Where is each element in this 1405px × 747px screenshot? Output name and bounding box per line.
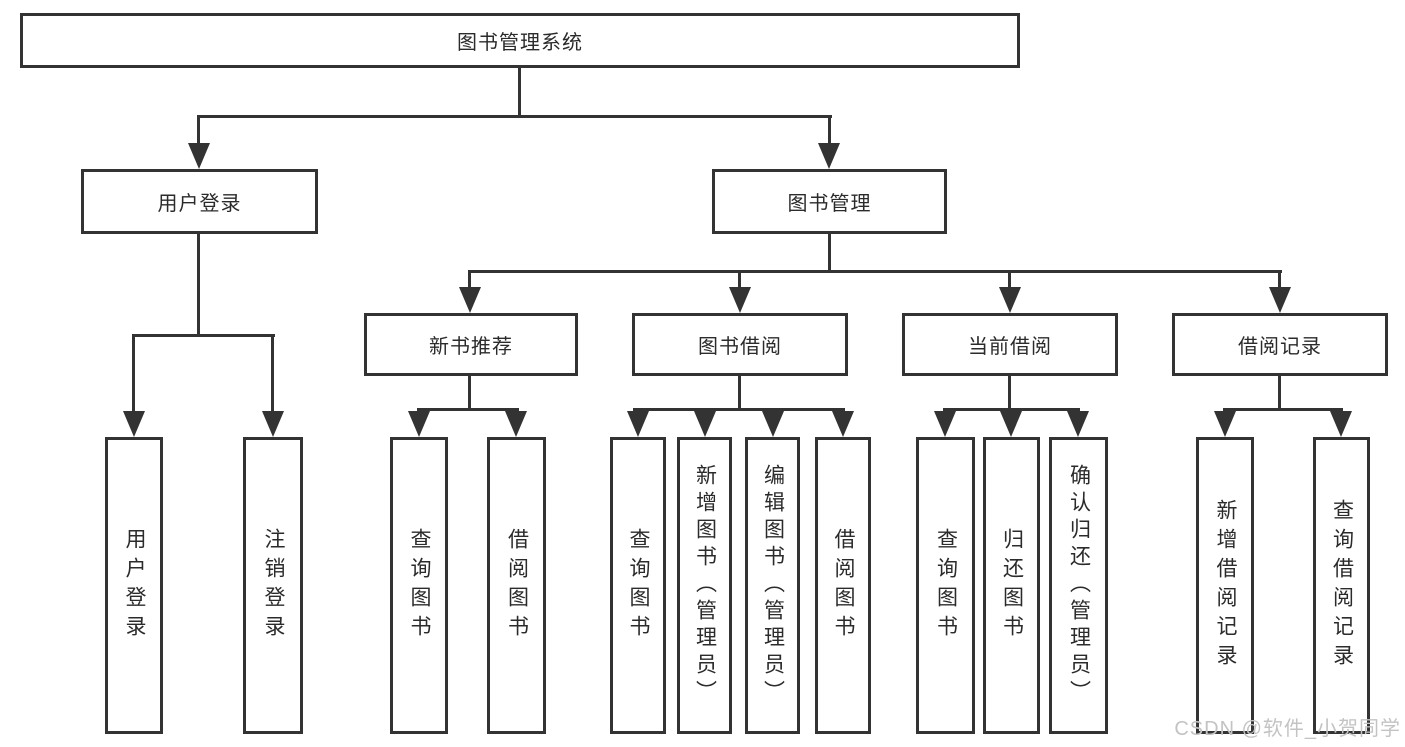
arrowhead-to-leaf [1000,411,1022,437]
leaf-return-book: 归还图书 [983,437,1040,734]
leaf-edit-book-admin: 编辑图书（管理员） [745,437,800,734]
node-label: 查询借阅记录 [1330,498,1354,673]
arrowhead-to-user-login [188,143,210,169]
csdn-watermark: CSDN @软件_小贺同学 [1174,718,1401,740]
node-label: 归还图书 [1000,527,1024,644]
leaf-add-book-admin: 新增图书（管理员） [677,437,732,734]
node-label: 图书管理 [787,193,872,215]
node-label: 查询图书 [934,527,958,644]
connector-drop-borrow-records [1278,270,1281,289]
connector-level2-rail [468,270,1282,273]
connector-borrow-records-rail [1223,408,1343,411]
node-label: 新增图书（管理员） [693,464,717,707]
leaf-add-borrow-record: 新增借阅记录 [1196,437,1254,734]
connector-drop-new-book [468,270,471,289]
arrowhead-to-leaf [1067,411,1089,437]
arrowhead-to-leaf [627,411,649,437]
leaf-query-borrow-record: 查询借阅记录 [1313,437,1370,734]
arrowhead-to-book-borrow [729,287,751,313]
leaf-borrow-book-recommend: 借阅图书 [487,437,546,734]
node-label: 图书管理系统 [457,32,583,54]
arrowhead-to-leaf [1330,411,1352,437]
node-library-management-system: 图书管理系统 [20,13,1020,68]
connector-current-borrow-stem [1008,376,1011,410]
connector-level1-rail [197,115,832,118]
arrowhead-to-borrow-records [1269,287,1291,313]
node-label: 查询图书 [627,527,651,644]
arrowhead-to-do-login [123,411,145,437]
node-new-book-recommend: 新书推荐 [364,313,578,376]
node-user-login: 用户登录 [81,169,318,234]
arrowhead-to-new-book [459,287,481,313]
arrowhead-to-leaf [505,411,527,437]
connector-book-borrow-rail [633,408,845,411]
leaf-logout: 注销登录 [243,437,303,734]
connector-drop-do-login [132,334,135,412]
connector-drop-book-borrow [738,270,741,289]
node-label: 编辑图书（管理员） [761,464,785,707]
connector-borrow-records-stem [1278,376,1281,410]
connector-drop-book-management [828,115,831,147]
connector-new-book-rail [417,408,519,411]
node-label: 用户登录 [123,527,147,644]
node-label: 借阅记录 [1238,336,1322,358]
leaf-borrow-book: 借阅图书 [815,437,871,734]
arrowhead-to-book-management [818,143,840,169]
leaf-query-book-borrow: 查询图书 [610,437,666,734]
connector-drop-logout [271,334,274,412]
node-label: 新书推荐 [429,336,513,358]
leaf-confirm-return-admin: 确认归还（管理员） [1049,437,1108,734]
node-book-management: 图书管理 [712,169,947,234]
leaf-query-book-recommend: 查询图书 [390,437,448,734]
arrowhead-to-current-borrow [999,287,1021,313]
arrowhead-to-leaf [934,411,956,437]
connector-user-login-stem [197,234,200,337]
connector-new-book-stem [468,376,471,410]
connector-root-stem [518,68,521,118]
node-current-borrow: 当前借阅 [902,313,1118,376]
node-book-borrow: 图书借阅 [632,313,848,376]
node-label: 用户登录 [157,193,242,215]
leaf-query-book-current: 查询图书 [916,437,975,734]
node-label: 图书借阅 [698,336,782,358]
node-label: 确认归还（管理员） [1067,464,1091,707]
node-label: 借阅图书 [505,527,529,644]
node-label: 新增借阅记录 [1214,498,1238,673]
connector-user-login-rail [132,334,275,337]
connector-drop-user-login [197,115,200,147]
leaf-user-do-login: 用户登录 [105,437,163,734]
node-label: 注销登录 [262,527,286,644]
node-label: 查询图书 [408,527,432,644]
arrowhead-to-leaf [694,411,716,437]
connector-drop-current-borrow [1008,270,1011,289]
arrowhead-to-leaf [408,411,430,437]
arrowhead-to-leaf [832,411,854,437]
arrowhead-to-leaf [762,411,784,437]
node-label: 当前借阅 [968,336,1052,358]
connector-book-management-stem [828,234,831,273]
arrowhead-to-leaf [1214,411,1236,437]
node-borrow-records: 借阅记录 [1172,313,1388,376]
arrowhead-to-logout [262,411,284,437]
node-label: 借阅图书 [832,527,856,644]
connector-book-borrow-stem [738,376,741,410]
